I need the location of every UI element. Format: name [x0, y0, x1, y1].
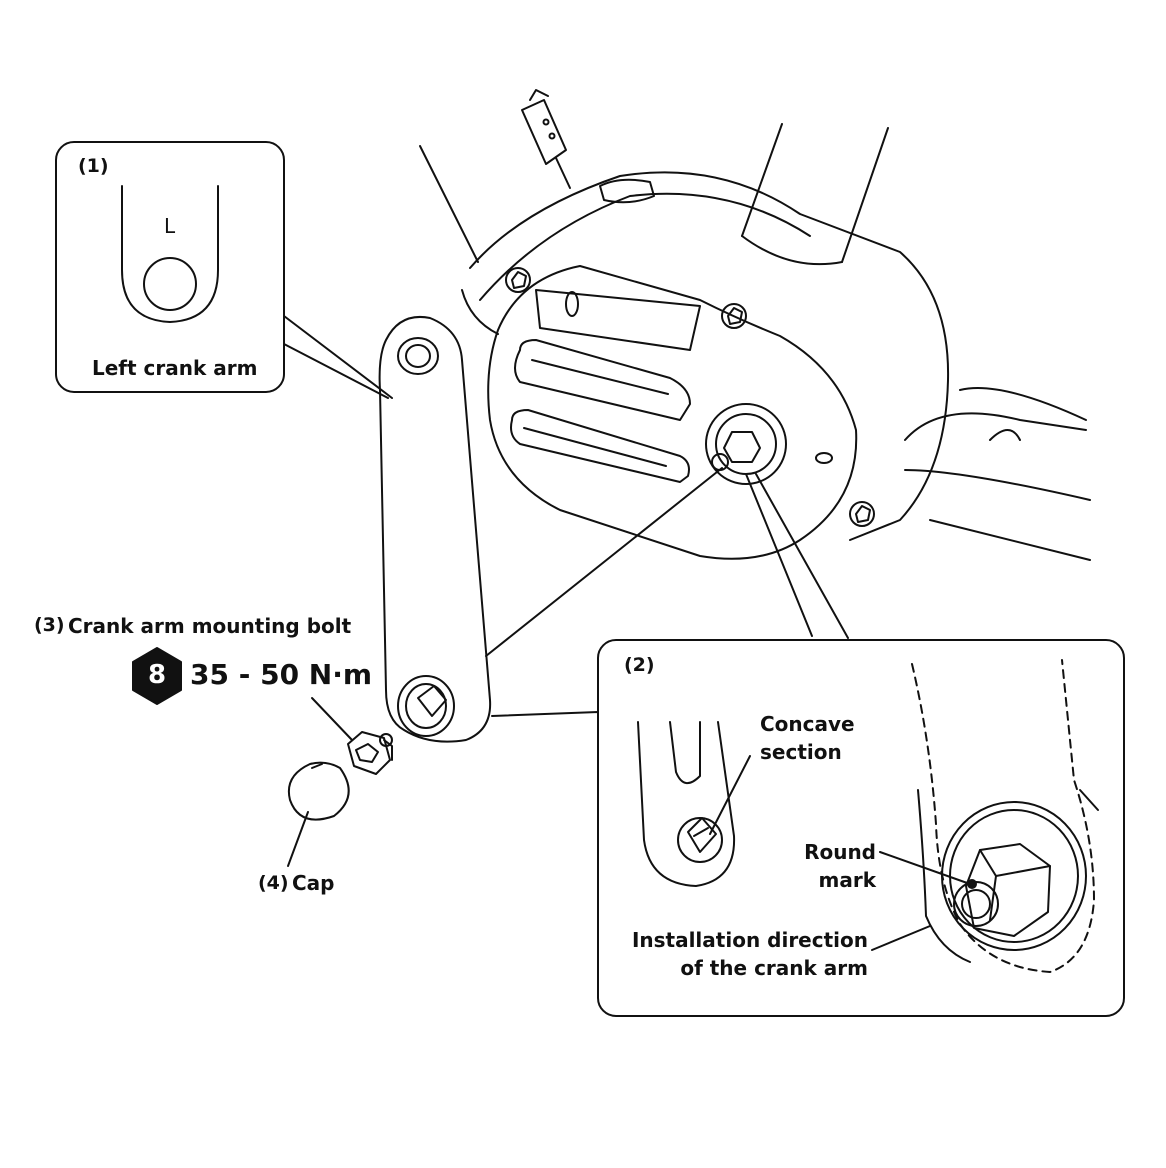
callout2-leader-c [491, 711, 599, 771]
cap-label: Cap [292, 871, 335, 895]
bolt-leader [311, 697, 353, 741]
crank-side-letter: L [164, 214, 176, 238]
concave-label-line1: Concave [760, 712, 855, 736]
callout-2-number: (2) [624, 654, 655, 676]
axis-line [485, 467, 723, 657]
drive-unit [461, 171, 950, 560]
callout-4-number: (4) [258, 872, 289, 894]
callout-box-1 [55, 141, 285, 393]
callout-3-number: (3) [34, 614, 65, 636]
left-crank-arm-caption: Left crank arm [92, 356, 258, 380]
frame-tubes [419, 123, 1091, 561]
hex-key-size: 8 [147, 660, 167, 690]
callout2-leader-a [745, 473, 813, 637]
cap-leader [287, 811, 309, 867]
mounting-bolt-illustration [347, 731, 393, 775]
callout1-leader-a [283, 315, 393, 399]
concave-leader [709, 755, 751, 835]
torque-value: 35 - 50 N·m [190, 658, 373, 691]
callout2-leader-b [755, 473, 849, 639]
direction-label-line2: of the crank arm [680, 956, 868, 980]
callout1-leader-b [283, 343, 389, 399]
concave-label-line2: section [760, 740, 842, 764]
cable-connector [521, 89, 571, 189]
round-mark-label-line2: mark [818, 868, 877, 892]
direction-leader [871, 925, 931, 951]
hex-key-badge [132, 647, 182, 705]
left-crank-arm-illustration [378, 316, 492, 743]
bolt-label: Crank arm mounting bolt [68, 614, 352, 638]
cap-illustration [288, 761, 350, 821]
callout-box-2 [597, 639, 1125, 1017]
round-mark-label-line1: Round [804, 840, 876, 864]
direction-label-line1: Installation direction [631, 928, 868, 952]
callout-1-number: (1) [78, 155, 109, 177]
round-mark-leader [879, 851, 971, 885]
